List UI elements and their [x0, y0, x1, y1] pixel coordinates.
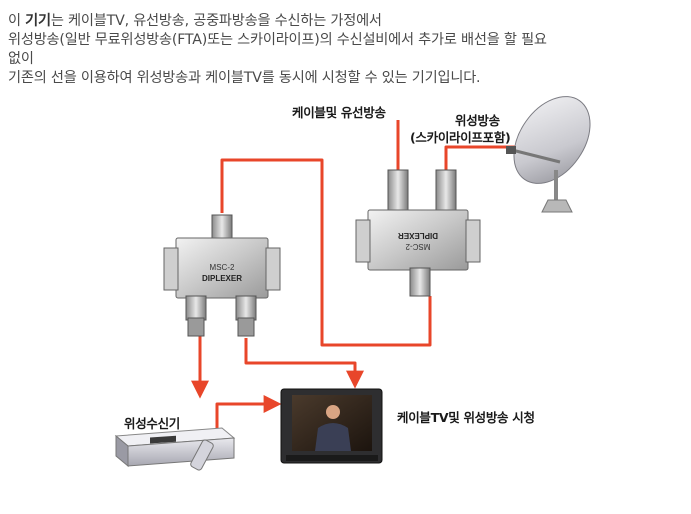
intro-line-4: 기존의 선을 이용하여 위성방송과 케이블TV를 동시에 시청할 수 있는 기기…	[8, 70, 481, 86]
diplexer-left-port-cap-1	[187, 317, 205, 337]
tv-presenter-head	[326, 405, 340, 419]
diplexer-left-tab-left	[163, 247, 179, 291]
intro-text: 이 기기는 케이블TV, 유선방송, 공중파방송을 수신하는 가정에서 위성방송…	[8, 12, 684, 88]
label-satellite-receiver: 위성수신기	[124, 416, 181, 431]
diplexer-left-model: MSC-2	[210, 263, 235, 272]
diplexer-left-port-cap-2	[237, 317, 255, 337]
diplexer-left: MSC-2 DIPLEXER	[163, 214, 281, 337]
satellite-receiver-icon	[114, 427, 236, 471]
diplexer-right-port-bottom	[409, 267, 431, 297]
diplexer-left-name: DIPLEXER	[202, 274, 242, 283]
intro-line-3: 없이	[8, 51, 34, 67]
intro-line-2: 위성방송(일반 무료위성방송(FTA)또는 스카이라이프)의 수신설비에서 추가…	[8, 32, 547, 48]
diplexer-right-tab-left	[355, 219, 371, 263]
dish-base	[541, 199, 573, 213]
diplexer-left-tab-right	[265, 247, 281, 291]
wire-right-to-left-top	[220, 158, 432, 347]
intro-line-1: 이 기기는 케이블TV, 유선방송, 공중파방송을 수신하는 가정에서	[8, 13, 382, 29]
dish-reflector	[513, 96, 591, 184]
diplexer-right-name: DIPLEXER	[398, 231, 438, 240]
receiver-display	[150, 435, 176, 444]
label-tv-watching: 케이블TV및 위성방송 시청	[397, 410, 535, 425]
diplexer-left-port-bottom-1	[185, 295, 207, 321]
satellite-dish-icon	[506, 96, 591, 213]
label-cable-broadcast: 케이블및 유선방송	[292, 105, 386, 120]
diplexer-right-tab-right	[465, 219, 481, 263]
remote-control-icon	[190, 439, 214, 471]
label-satellite: 위성방송	[455, 113, 500, 128]
intro-bold-term: 기기	[25, 13, 51, 29]
tv-presenter-body	[315, 423, 351, 451]
diplexer-right: MSC-2 DIPLEXER	[355, 169, 481, 297]
diplexer-left-port-top	[211, 214, 233, 242]
diplexer-right-model: MSC-2	[405, 242, 430, 251]
diplexer-left-port-bottom-2	[235, 295, 257, 321]
wire-to-tv	[244, 338, 364, 389]
diplexer-right-port-top-1	[387, 169, 409, 215]
tv-bottom-panel	[286, 455, 378, 461]
tv-icon	[280, 388, 383, 464]
dish-lnb	[506, 146, 516, 154]
dish-arm	[511, 148, 561, 164]
remote-body	[190, 439, 214, 471]
label-skylife-included: (스카이라이프포함)	[410, 130, 511, 145]
diplexer-right-port-top-2	[435, 169, 457, 215]
